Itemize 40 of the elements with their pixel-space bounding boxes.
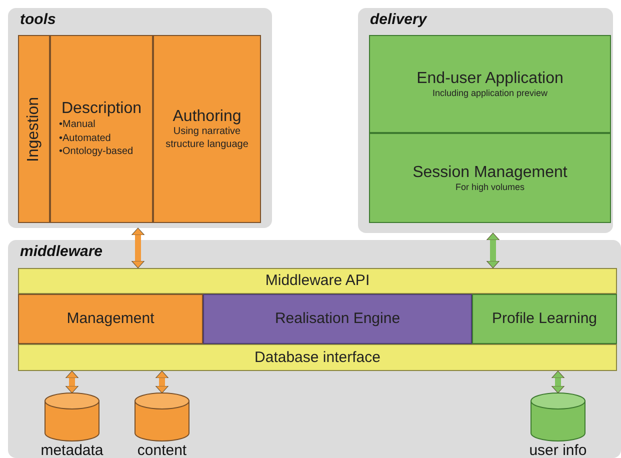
component-note: For high volumes xyxy=(454,182,526,194)
component-box xyxy=(18,35,50,223)
component-box xyxy=(18,294,203,344)
component-label: Realisation Engine xyxy=(274,310,400,328)
bullet-item: •Automated xyxy=(58,132,111,146)
group-panel xyxy=(8,240,621,458)
component-box xyxy=(369,133,611,223)
component-label: Profile Learning xyxy=(492,310,598,328)
double-arrow xyxy=(131,228,145,268)
component-note: Using narrative structure language xyxy=(164,126,250,152)
component-label: End-user Application xyxy=(416,68,564,88)
double-arrow xyxy=(486,232,500,268)
panel-title: middleware xyxy=(20,243,103,260)
double-arrow xyxy=(65,370,79,394)
component-label: Description xyxy=(61,99,142,118)
component-note: Including application preview xyxy=(431,88,549,100)
panel-title: tools xyxy=(20,11,56,28)
component-label: Ingestion xyxy=(25,96,43,162)
component-label: Authoring xyxy=(172,106,242,126)
component-label: Management xyxy=(66,310,154,328)
component-label: Database interface xyxy=(254,348,380,366)
component-box xyxy=(472,294,617,344)
bullet-item: •Ontology-based xyxy=(58,145,134,159)
component-box xyxy=(369,35,611,133)
component-box xyxy=(18,344,617,371)
group-panel xyxy=(358,8,613,233)
bullet-item: •Manual xyxy=(58,118,96,132)
component-box xyxy=(153,35,261,223)
component-label: Middleware API xyxy=(265,272,370,290)
group-panel xyxy=(8,8,272,228)
component-label: Session Management xyxy=(412,162,568,182)
component-box xyxy=(50,35,153,223)
database-label: content xyxy=(137,443,187,458)
database-label: user info xyxy=(529,443,587,458)
panel-title: delivery xyxy=(370,11,427,28)
double-arrow xyxy=(155,370,169,394)
double-arrow xyxy=(551,370,565,394)
component-box xyxy=(203,294,472,344)
database-label: metadata xyxy=(40,443,104,458)
component-box xyxy=(18,268,617,294)
